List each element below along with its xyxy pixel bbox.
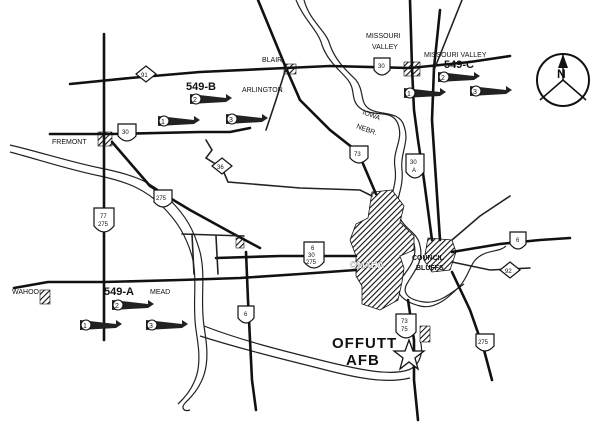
launcher-c2-marker: 2 bbox=[438, 71, 480, 83]
us-highway-6-30-275-shield: 6 30 275 bbox=[303, 241, 325, 269]
launcher-b3-marker: 3 bbox=[226, 113, 268, 125]
wahoo-city bbox=[39, 289, 51, 305]
launcher-c1-marker: 1 bbox=[404, 87, 446, 99]
svg-text:73: 73 bbox=[354, 152, 361, 158]
svg-text:6: 6 bbox=[311, 246, 315, 252]
launcher-a1-number: 1 bbox=[83, 323, 87, 330]
svg-text:A: A bbox=[412, 168, 416, 174]
svg-text:91: 91 bbox=[141, 73, 148, 79]
us-highway-6-shield-east: 6 bbox=[509, 231, 527, 250]
site-549-a-label: 549-A bbox=[104, 286, 134, 298]
missouri-valley-label-right: MISSOURI VALLEY bbox=[424, 52, 487, 59]
us-highway-30-shield-north: 30 bbox=[373, 57, 391, 76]
svg-text:30: 30 bbox=[410, 160, 417, 166]
council-bluffs-label-top: COUNCIL bbox=[412, 255, 445, 262]
state-highway-92-shield: 92 bbox=[499, 261, 521, 279]
mead-label: MEAD bbox=[150, 289, 170, 296]
svg-text:6: 6 bbox=[516, 238, 520, 244]
svg-text:6: 6 bbox=[244, 312, 248, 318]
launcher-a2-number: 2 bbox=[115, 303, 119, 310]
state-highway-91-shield: 91 bbox=[135, 65, 157, 83]
svg-text:36: 36 bbox=[217, 165, 224, 171]
north-compass-icon: N bbox=[536, 53, 590, 107]
us-highway-275-shield: 275 bbox=[153, 189, 173, 208]
launcher-a1-marker: 1 bbox=[80, 319, 122, 331]
launcher-c2-number: 2 bbox=[441, 75, 445, 82]
us-highway-73-75-shield: 73 75 bbox=[395, 313, 417, 339]
compass-north-letter: N bbox=[557, 67, 566, 81]
us-highway-275-shield-se: 275 bbox=[475, 333, 495, 352]
launcher-b3-number: 3 bbox=[229, 117, 233, 124]
launcher-c3-marker: 3 bbox=[470, 85, 512, 97]
svg-text:275: 275 bbox=[478, 340, 489, 346]
nebr-label: NEBR. bbox=[355, 123, 378, 137]
omaha-city-area bbox=[349, 189, 415, 311]
svg-text:30: 30 bbox=[308, 253, 315, 259]
us-highway-77-275-shield: 77 275 bbox=[93, 207, 115, 233]
us-highway-30-shield-fremont: 30 bbox=[117, 123, 137, 142]
launcher-b2-marker: 2 bbox=[190, 93, 232, 105]
svg-text:275: 275 bbox=[156, 196, 167, 202]
wahoo-label: WAHOO bbox=[12, 289, 40, 296]
launcher-a2-marker: 2 bbox=[112, 299, 154, 311]
fremont-label: FREMONT bbox=[52, 139, 87, 146]
site-549-c-label: 549-C bbox=[444, 59, 474, 71]
svg-text:75: 75 bbox=[401, 327, 408, 333]
launcher-b2-number: 2 bbox=[193, 97, 197, 104]
svg-text:77: 77 bbox=[100, 214, 107, 220]
launcher-a3-marker: 3 bbox=[146, 319, 188, 331]
missouri-valley-label-bottom: VALLEY bbox=[372, 44, 398, 51]
offutt-label-bottom: AFB bbox=[346, 352, 380, 369]
svg-text:73: 73 bbox=[401, 319, 408, 325]
blair-label: BLAIR bbox=[262, 57, 282, 64]
us-highway-30a-shield: 30 A bbox=[405, 153, 425, 179]
svg-text:275: 275 bbox=[98, 222, 109, 228]
svg-text:275: 275 bbox=[306, 260, 317, 266]
iowa-label: IOWA bbox=[361, 109, 381, 122]
launcher-c3-number: 3 bbox=[473, 89, 477, 96]
offutt-star-icon bbox=[392, 338, 426, 371]
svg-text:30: 30 bbox=[122, 130, 129, 136]
launcher-c1-number: 1 bbox=[407, 91, 411, 98]
council-bluffs-label-bottom: BLUFFS bbox=[416, 265, 444, 272]
state-highway-36-shield: 36 bbox=[211, 157, 233, 175]
arlington-label: ARLINGTON bbox=[242, 87, 283, 94]
us-highway-6-shield-south: 6 bbox=[237, 305, 255, 324]
omaha-label: OMAHA bbox=[350, 260, 384, 270]
us-highway-73-shield: 73 bbox=[349, 145, 369, 164]
offutt-base-area bbox=[419, 325, 431, 343]
launcher-a3-number: 3 bbox=[149, 323, 153, 330]
svg-text:92: 92 bbox=[505, 269, 512, 275]
site-549-b-label: 549-B bbox=[186, 81, 216, 93]
launcher-b1-marker: 1 bbox=[158, 115, 200, 127]
missouri-valley-label-top: MISSOURI bbox=[366, 33, 401, 40]
offutt-label-top: OFFUTT bbox=[332, 335, 397, 352]
svg-text:30: 30 bbox=[378, 64, 385, 70]
launcher-b1-number: 1 bbox=[161, 119, 165, 126]
